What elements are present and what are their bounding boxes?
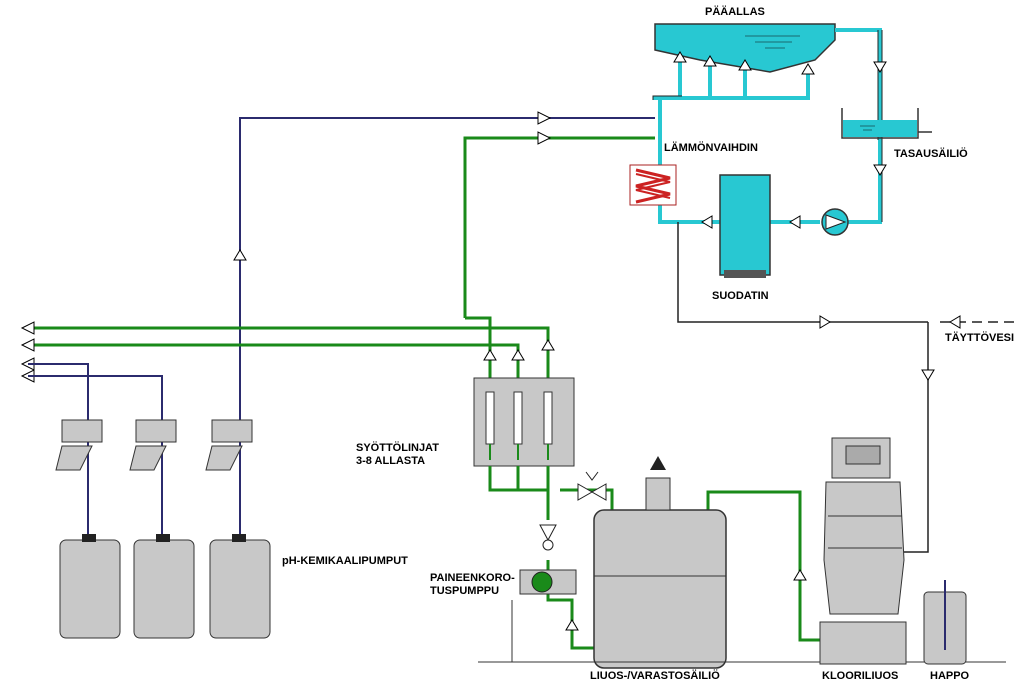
balance-tank-label: TASAUSÄILIÖ bbox=[894, 148, 968, 160]
balance-tank bbox=[841, 108, 932, 139]
ph-dosing-line bbox=[239, 117, 655, 420]
feed-line-to-pool bbox=[463, 136, 655, 318]
check-valve bbox=[539, 524, 557, 551]
feed-lines-label: SYÖTTÖLINJAT 3-8 ALLASTA bbox=[356, 442, 439, 467]
heat-exchanger-label: LÄMMÖNVAIHDIN bbox=[664, 142, 758, 154]
booster-pump bbox=[519, 569, 577, 595]
base-floor bbox=[478, 600, 1006, 663]
chemical-can-1 bbox=[59, 534, 121, 639]
fill-water-line bbox=[677, 222, 1018, 553]
feed-lines-left-arrows bbox=[20, 321, 555, 383]
acid-container bbox=[923, 580, 967, 665]
chemical-can-3 bbox=[209, 534, 271, 639]
chlorine-solution-label: KLOORILIUOS bbox=[822, 670, 899, 682]
ph-pump-2 bbox=[129, 419, 177, 471]
pressure-relief-valve bbox=[577, 471, 607, 501]
main-pool bbox=[654, 23, 836, 73]
feed-lines-left bbox=[28, 316, 550, 380]
feed-manifold bbox=[473, 377, 575, 467]
acid-label: HAPPO bbox=[930, 670, 970, 682]
heat-exchanger bbox=[629, 164, 677, 206]
ph-pumps-label: pH-KEMIKAALIPUMPUT bbox=[282, 555, 408, 567]
fill-water-label: TÄYTTÖVESI bbox=[945, 332, 1015, 344]
manifold-supply-lines bbox=[488, 466, 820, 650]
filter-label: SUODATIN bbox=[712, 290, 769, 302]
chlorine-unit bbox=[819, 437, 907, 665]
filter bbox=[719, 174, 771, 278]
main-pool-label: PÄÄALLAS bbox=[705, 6, 765, 18]
chemical-can-2 bbox=[133, 534, 195, 639]
ph-pump-3 bbox=[205, 419, 253, 471]
distribution-arrows bbox=[233, 111, 552, 261]
booster-pump-label: PAINEENKORO- TUSPUMPPU bbox=[430, 572, 515, 597]
ph-pump-1 bbox=[55, 419, 103, 471]
fill-water-arrows bbox=[819, 315, 961, 381]
pool-flow-arrows bbox=[673, 51, 887, 229]
circulation-pump bbox=[821, 208, 849, 236]
supply-arrows bbox=[565, 569, 807, 631]
solution-tank-label: LIUOS-/VARASTOSÄILIÖ bbox=[590, 670, 720, 682]
ph-chemical-lines bbox=[28, 363, 241, 540]
solution-storage-tank bbox=[593, 456, 727, 669]
